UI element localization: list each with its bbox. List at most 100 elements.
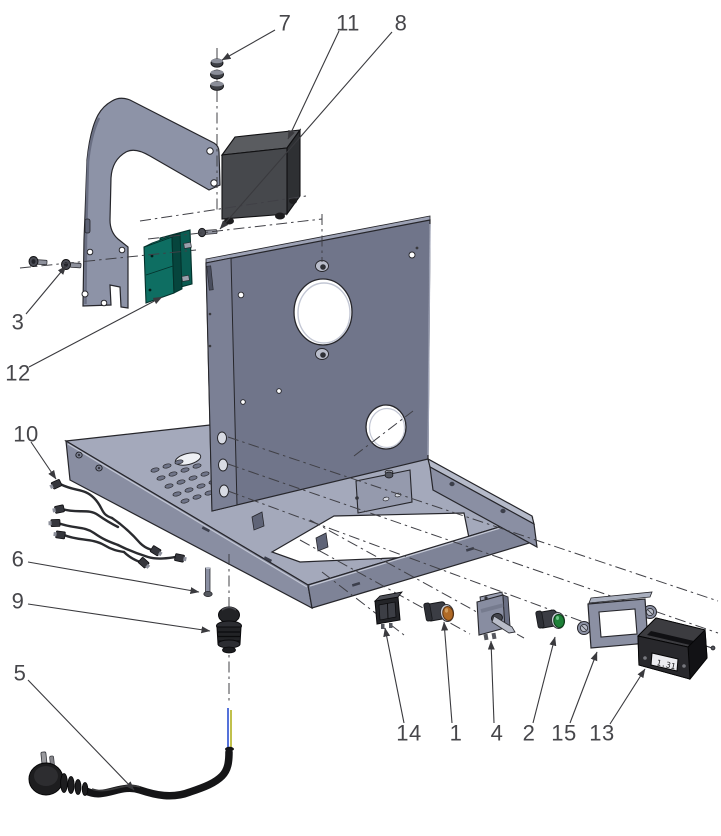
plate-counterbore-hole (315, 348, 329, 360)
indicator-lamp-green-2 (535, 609, 566, 629)
plate-small-hole (415, 246, 419, 250)
callout-leader-12 (28, 296, 163, 368)
hinge-pin (203, 566, 213, 598)
plate-lower-hole (365, 404, 407, 450)
meter-stud (710, 645, 716, 651)
callout-label-10: 10 (13, 422, 38, 447)
bezel-opening (598, 608, 638, 638)
callout-leader-6 (27, 561, 200, 594)
nut-washer-stack (210, 48, 224, 210)
callout-leader-15 (569, 651, 598, 724)
plate-small-hole (408, 251, 416, 259)
socket-screw (28, 256, 48, 267)
bracket-hole (206, 147, 214, 155)
callout-leader-4 (487, 640, 495, 724)
plate-small-hole (237, 291, 245, 299)
wall-slot (263, 556, 273, 563)
bracket-louver-slot (84, 218, 91, 234)
pan-head-screw (197, 227, 218, 238)
harness-connectors (48, 479, 187, 569)
plate-small-hole (276, 388, 282, 394)
box-foot (275, 212, 285, 220)
black-capacitor-box (220, 128, 302, 225)
flange-hole (219, 484, 229, 498)
plate-counterbore-hole (315, 260, 329, 272)
meter-screw (682, 664, 686, 668)
bracket-hole (118, 246, 126, 254)
vertical-mounting-plate (205, 215, 431, 514)
meter-display (650, 652, 679, 672)
callout-label-7: 7 (279, 11, 292, 36)
tray-back-right-wall (427, 457, 538, 549)
tray-gusset-tab (315, 532, 329, 552)
callout-label-5: 5 (14, 661, 27, 686)
module-pin (181, 274, 190, 282)
callout-label-6: 6 (12, 547, 25, 572)
plate-large-hole (293, 278, 353, 346)
bracket-hole (100, 299, 108, 307)
meter-screw (643, 656, 647, 660)
bracket-hole (210, 179, 218, 187)
cord-cable (82, 748, 233, 800)
wire-harness (48, 479, 187, 569)
callout-leader-7 (221, 29, 276, 61)
callout-label-1: 1 (450, 721, 463, 746)
terminal-tab (491, 632, 497, 640)
callout-leader-2 (532, 636, 557, 724)
callout-label-13: 13 (589, 721, 614, 746)
teal-relay-module (143, 229, 193, 304)
callout-label-8: 8 (395, 11, 408, 36)
callout-label-12: 12 (5, 361, 30, 386)
wall-slot (351, 581, 361, 587)
toggle-switch-4 (476, 591, 516, 641)
bracket-hole (86, 248, 94, 256)
terminal-tab (389, 623, 393, 628)
callout-leader-13 (609, 668, 646, 725)
wall-slot (201, 526, 211, 533)
hex-nut (210, 69, 224, 80)
plug (28, 751, 89, 796)
flange-hole (217, 431, 227, 445)
terminal-tab (381, 624, 385, 629)
callout-leader-10 (30, 441, 57, 480)
meter-display-value: 1.31 (656, 658, 677, 671)
callout-leader-14 (383, 627, 405, 724)
hour-meter-13: 1.31 (637, 617, 716, 681)
plate-sub-panel (355, 469, 413, 514)
indicator-lamp-amber-1 (423, 601, 455, 622)
callout-leader-8 (219, 31, 393, 230)
callout-leader-9 (27, 603, 211, 634)
box-foot (289, 198, 297, 204)
plate-left-flange (205, 257, 238, 512)
connector-block-14 (373, 591, 403, 629)
callout-leader-5 (27, 679, 135, 791)
callout-leader-11 (287, 30, 340, 140)
callout-label-3: 3 (12, 310, 25, 335)
callout-label-15: 15 (551, 721, 576, 746)
callout-label-4: 4 (491, 721, 504, 746)
callout-label-11: 11 (336, 11, 360, 36)
callout-label-14: 14 (396, 721, 421, 746)
gooseneck-bracket (81, 97, 221, 309)
hex-nut (210, 81, 224, 91)
flange-hole (218, 458, 228, 472)
plate-small-hole (240, 399, 246, 405)
wall-rivet (500, 508, 506, 514)
module-pin (183, 241, 192, 249)
sub-panel-screw (384, 471, 394, 479)
terminal-tab (483, 633, 489, 641)
hex-nut (210, 58, 224, 68)
wall-rivet (449, 481, 455, 487)
toggle-lever (491, 615, 516, 634)
callout-label-9: 9 (12, 589, 25, 614)
tray-gusset-tab (251, 511, 265, 531)
cable-gland (216, 606, 242, 654)
callout-label-2: 2 (523, 721, 536, 746)
bracket-hole (81, 290, 89, 298)
plate-fold-slot (206, 265, 214, 291)
base-tray (64, 424, 538, 610)
power-cord (28, 708, 234, 800)
